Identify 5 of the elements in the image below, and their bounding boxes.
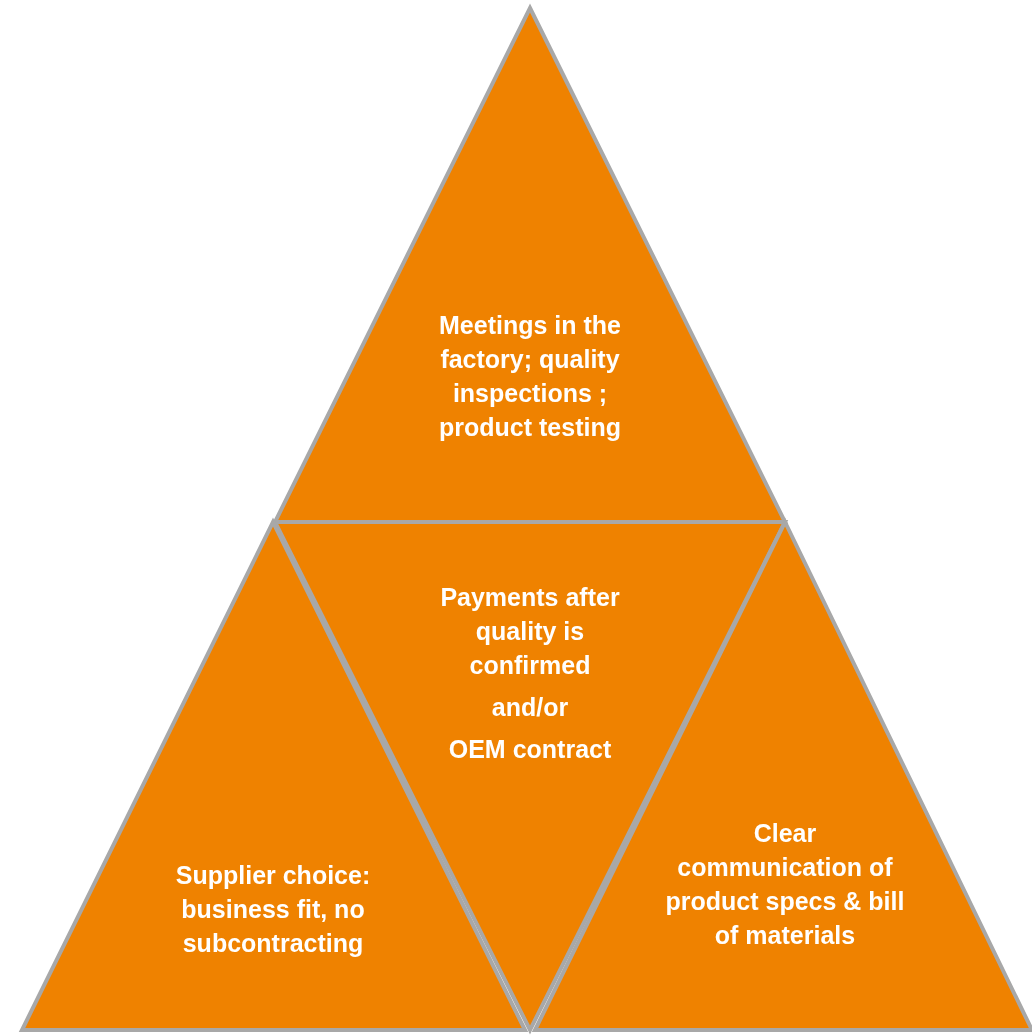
triangle-text: Meetings in the factory; quality inspections ; product testing xyxy=(438,310,622,443)
triangle-text: and/or xyxy=(490,692,570,723)
triangle-text: Supplier choice: business fit, no subcontracting xyxy=(174,860,372,959)
triangle-text: Clear communication of product specs & bill of materials xyxy=(664,818,906,951)
triangle-text: OEM contract xyxy=(447,734,613,765)
